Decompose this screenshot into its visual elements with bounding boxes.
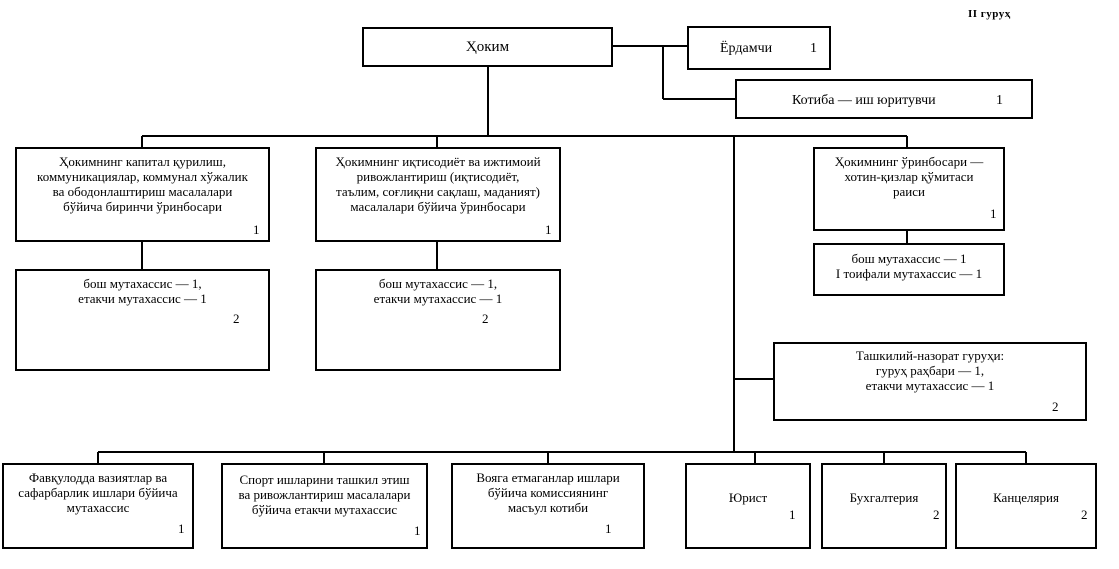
unit-sport-title: Спорт ишларини ташкил этиш ва ривожланти… xyxy=(238,472,411,517)
staff-women-title: бош мутахассис — 1 I тоифали мутахассис … xyxy=(835,251,983,281)
unit-accounting-count: 2 xyxy=(933,507,940,522)
assistant-count: 1 xyxy=(810,41,817,56)
unit-lawyer-count: 1 xyxy=(789,507,796,522)
group-label: II гуруҳ xyxy=(968,8,1011,20)
unit-lawyer-box: Юрист 1 xyxy=(685,463,811,549)
deputy-women-box: Ҳокимнинг ўринбосари — хотин-қизлар қўми… xyxy=(813,147,1005,231)
unit-accounting-box: Бухгалтерия 2 xyxy=(821,463,947,549)
deputy-economy-count: 1 xyxy=(545,222,552,237)
head-title: Ҳоким xyxy=(465,39,510,55)
unit-lawyer-title: Юрист xyxy=(728,490,768,505)
deputy-women-count: 1 xyxy=(990,206,997,221)
unit-minors-count: 1 xyxy=(605,521,612,536)
secretary-title: Котиба — иш юритувчи xyxy=(792,93,936,108)
assistant-box: Ёрдамчи 1 xyxy=(687,26,831,70)
deputy-capital-box: Ҳокимнинг капитал қурилиш, коммуникациял… xyxy=(15,147,270,242)
unit-chancellery-box: Канцелярия 2 xyxy=(955,463,1097,549)
secretary-count: 1 xyxy=(996,93,1003,108)
unit-emergency-count: 1 xyxy=(178,521,185,536)
unit-emergency-box: Фавқулодда вазиятлар ва сафарбарлик ишла… xyxy=(2,463,194,549)
assistant-title: Ёрдамчи xyxy=(720,41,773,56)
deputy-capital-title: Ҳокимнинг капитал қурилиш, коммуникациял… xyxy=(37,154,248,214)
unit-sport-box: Спорт ишларини ташкил этиш ва ривожланти… xyxy=(221,463,428,549)
staff-capital-count: 2 xyxy=(233,311,240,326)
unit-minors-box: Вояга етмаганлар ишлари бўйича комиссиян… xyxy=(451,463,645,549)
control-group-title: Ташкилий-назорат гуруҳи: гуруҳ раҳбари —… xyxy=(855,348,1005,393)
staff-economy-box: бош мутахассис — 1, етакчи мутахассис — … xyxy=(315,269,561,371)
unit-chancellery-title: Канцелярия xyxy=(993,490,1059,505)
staff-capital-box: бош мутахассис — 1, етакчи мутахассис — … xyxy=(15,269,270,371)
head-box: Ҳоким xyxy=(362,27,613,67)
staff-economy-title: бош мутахассис — 1, етакчи мутахассис — … xyxy=(373,276,503,306)
unit-emergency-title: Фавқулодда вазиятлар ва сафарбарлик ишла… xyxy=(18,470,178,515)
unit-minors-title: Вояга етмаганлар ишлари бўйича комиссиян… xyxy=(476,470,620,515)
control-group-box: Ташкилий-назорат гуруҳи: гуруҳ раҳбари —… xyxy=(773,342,1087,421)
deputy-economy-title: Ҳокимнинг иқтисодиёт ва ижтимоий ривожла… xyxy=(335,154,541,214)
control-group-count: 2 xyxy=(1052,399,1059,414)
staff-women-box: бош мутахассис — 1 I тоифали мутахассис … xyxy=(813,243,1005,296)
deputy-women-title: Ҳокимнинг ўринбосари — хотин-қизлар қўми… xyxy=(834,154,984,199)
unit-sport-count: 1 xyxy=(414,523,421,538)
deputy-economy-box: Ҳокимнинг иқтисодиёт ва ижтимоий ривожла… xyxy=(315,147,561,242)
unit-chancellery-count: 2 xyxy=(1081,507,1088,522)
secretary-box: Котиба — иш юритувчи 1 xyxy=(735,79,1033,119)
unit-accounting-title: Бухгалтерия xyxy=(849,490,919,505)
staff-economy-count: 2 xyxy=(482,311,489,326)
staff-capital-title: бош мутахассис — 1, етакчи мутахассис — … xyxy=(78,276,207,306)
deputy-capital-count: 1 xyxy=(253,222,260,237)
